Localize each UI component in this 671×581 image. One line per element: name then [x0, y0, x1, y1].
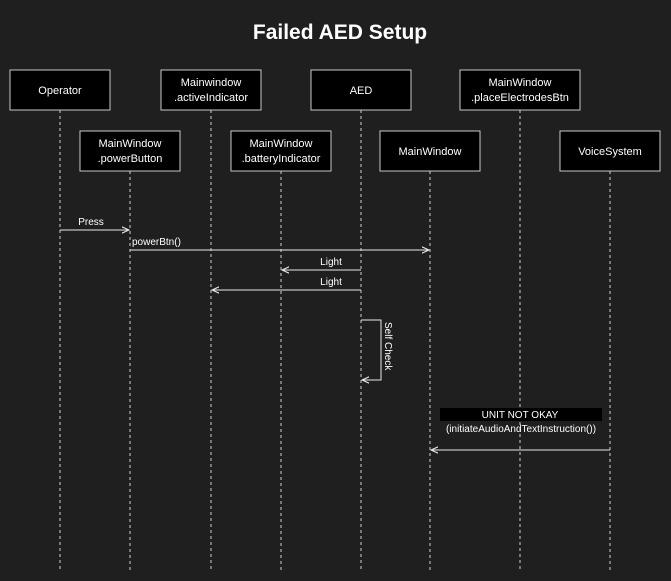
message-label-background: [440, 408, 602, 421]
participant-label: Mainwindow: [181, 77, 242, 89]
message-label: Self Check: [382, 322, 393, 371]
diagram-title: Failed AED Setup: [253, 21, 427, 44]
participant-battery-indicator: MainWindow .batteryIndicator: [230, 130, 332, 172]
message-unit-not-okay: UNIT NOT OKAY (initiateAudioAndTextInstr…: [431, 408, 610, 450]
participant-label: MainWindow: [399, 146, 462, 158]
participant-aed: AED: [310, 69, 412, 111]
participant-label: .batteryIndicator: [242, 153, 321, 165]
participant-label: .powerButton: [98, 153, 163, 165]
participant-voice-system: VoiceSystem: [559, 130, 661, 172]
participant-label: AED: [350, 85, 373, 97]
message-label: Press: [78, 217, 104, 228]
message-power-btn: powerBtn(): [130, 237, 429, 250]
participant-label: .placeElectrodesBtn: [471, 92, 569, 104]
participant-label: MainWindow: [489, 77, 552, 89]
message-label: powerBtn(): [132, 237, 181, 248]
participant-main-window: MainWindow: [379, 130, 481, 172]
message-light-active: Light: [212, 277, 361, 290]
message-press: Press: [60, 217, 129, 230]
message-label: (initiateAudioAndTextInstruction()): [446, 424, 596, 435]
message-label: Light: [320, 277, 342, 288]
participant-label: .activeIndicator: [174, 92, 248, 104]
participant-label: MainWindow: [250, 138, 313, 150]
participant-operator: Operator: [9, 69, 111, 111]
message-self-check: Self Check: [361, 319, 393, 380]
participant-label: Operator: [38, 85, 82, 97]
message-arrow: [361, 319, 382, 380]
participant-place-electrodes-btn: MainWindow .placeElectrodesBtn: [459, 69, 581, 111]
participant-power-button: MainWindow .powerButton: [79, 130, 181, 172]
participant-label: VoiceSystem: [578, 146, 642, 158]
message-label: Light: [320, 257, 342, 268]
participant-label: MainWindow: [99, 138, 162, 150]
message-light-battery: Light: [282, 257, 361, 270]
message-label: UNIT NOT OKAY: [482, 410, 559, 421]
participant-active-indicator: Mainwindow .activeIndicator: [160, 69, 262, 111]
